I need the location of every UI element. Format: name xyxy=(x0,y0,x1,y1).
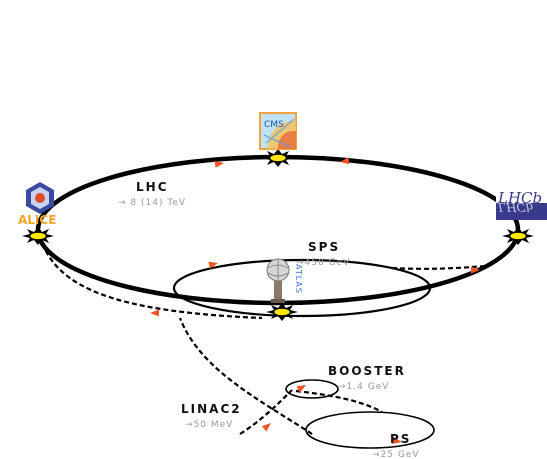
sps-energy: →450 GeV xyxy=(296,258,350,268)
alice-logo: ALICE xyxy=(18,182,56,227)
beam-arrow xyxy=(150,309,159,317)
atlas-logo: ATLAS xyxy=(266,258,303,303)
lhcb-logo: LHCb LHCb xyxy=(496,186,547,220)
ps-to-sps-line xyxy=(178,317,313,435)
alice-logo-text: ALICE xyxy=(18,213,56,227)
collision-burst-cms xyxy=(261,148,295,168)
collision-burst-alice xyxy=(21,226,55,246)
beam-arrow xyxy=(261,420,274,432)
sps-to-lhc-right-line xyxy=(391,264,487,270)
booster-to-ps-line xyxy=(295,389,383,413)
svg-text:LHCb: LHCb xyxy=(497,200,533,214)
ps-label: PS xyxy=(390,432,411,446)
collision-burst-atlas xyxy=(265,302,299,322)
linac2-energy: →50 MeV xyxy=(185,420,233,430)
lhc-energy: → 8 (14) TeV xyxy=(118,198,186,208)
cms-logo-text: CMS xyxy=(264,120,284,130)
atlas-logo-text: ATLAS xyxy=(294,264,303,294)
ps-ring xyxy=(305,411,435,449)
sps-label: SPS xyxy=(308,240,340,254)
booster-energy: →1.4 GeV xyxy=(338,382,389,392)
lhc-label: LHC xyxy=(136,180,169,194)
linac-to-booster-line xyxy=(239,389,293,435)
sps-ring xyxy=(172,258,432,318)
lhcb-logo-text: LHCb xyxy=(497,189,542,207)
ps-energy: →25 GeV xyxy=(372,450,420,459)
cms-logo: CMS xyxy=(259,112,297,150)
linac2-label: LINAC2 xyxy=(181,402,242,416)
booster-ring xyxy=(285,379,339,399)
sps-to-lhc-left-line xyxy=(38,235,263,320)
booster-label: BOOSTER xyxy=(328,364,406,378)
collision-burst-lhcb xyxy=(501,226,535,246)
